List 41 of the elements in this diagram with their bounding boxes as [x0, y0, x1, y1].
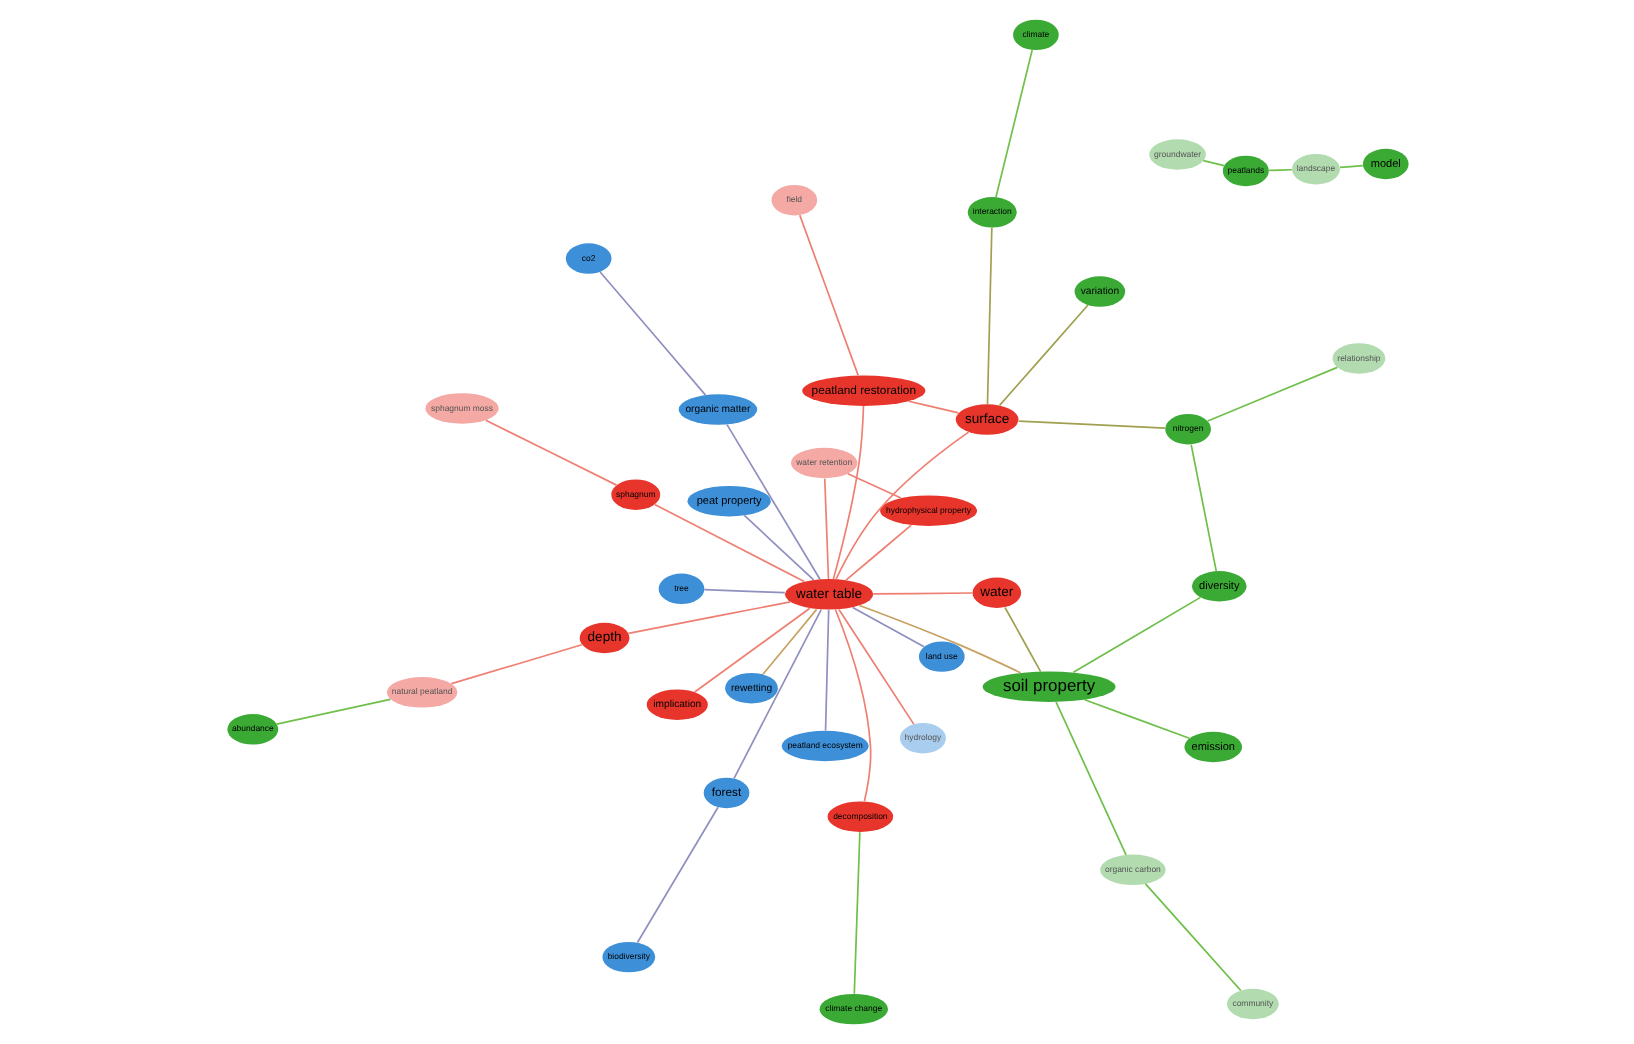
connector	[483, 419, 617, 486]
connector	[1003, 606, 1041, 673]
node-ellipse: soil property	[981, 671, 1115, 702]
connector	[833, 608, 871, 803]
connector	[834, 431, 969, 580]
connector	[742, 514, 814, 581]
connector	[822, 477, 829, 580]
connector	[1205, 366, 1338, 422]
connector	[871, 592, 973, 595]
connector	[1267, 168, 1292, 172]
connector	[1054, 701, 1126, 856]
connector	[1071, 596, 1201, 674]
connector	[598, 271, 706, 396]
connector	[906, 400, 959, 414]
connector	[449, 643, 582, 685]
connector	[844, 524, 912, 581]
connector	[732, 608, 822, 780]
connector	[1082, 698, 1190, 740]
connector	[1189, 443, 1217, 572]
connector	[1016, 420, 1165, 429]
connector	[850, 606, 924, 648]
connector	[635, 806, 718, 944]
connector	[1143, 883, 1241, 992]
connector	[985, 226, 992, 406]
connector	[837, 608, 914, 725]
connector	[823, 608, 829, 732]
connector	[725, 423, 820, 581]
connector	[994, 49, 1033, 199]
connector	[846, 472, 901, 499]
connector	[652, 503, 805, 583]
connector	[1338, 164, 1363, 169]
connector	[831, 405, 864, 580]
connector	[274, 698, 391, 725]
connector	[626, 601, 791, 635]
connector	[797, 214, 859, 377]
connector	[761, 608, 817, 676]
connector	[997, 304, 1088, 407]
connector	[852, 831, 860, 995]
connector	[1201, 159, 1224, 167]
connector	[692, 607, 810, 693]
connector	[702, 588, 785, 594]
